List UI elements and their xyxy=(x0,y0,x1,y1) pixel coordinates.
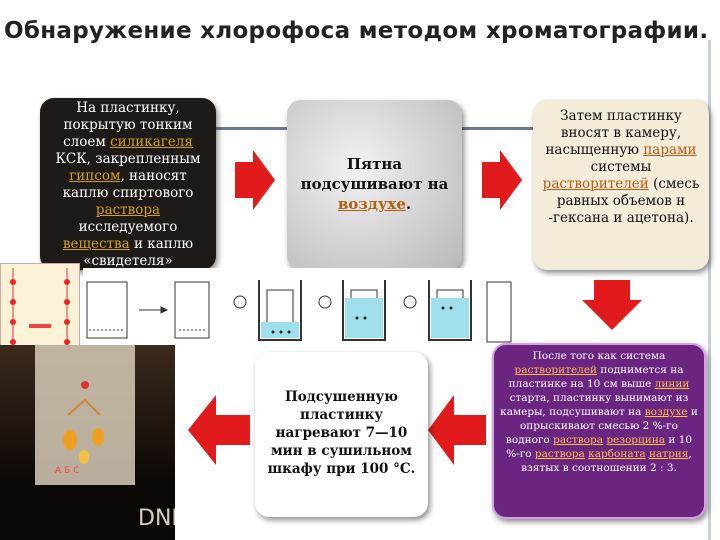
step1-text-1: На пластинку, покрытую тонким слоем xyxy=(63,100,193,150)
link-rastvor[interactable]: раствора xyxy=(553,434,603,446)
arrow-down-icon xyxy=(582,280,642,330)
step5-text-1: После того как система xyxy=(532,350,666,362)
step1-text-6: «свидетеля» xyxy=(83,253,173,269)
step1-text-3: , наносят каплю спиртового xyxy=(62,168,194,201)
link-gips[interactable]: гипсом xyxy=(69,168,121,184)
photo-brand: DNP xyxy=(138,506,175,531)
link-rezorcin[interactable]: резорцина xyxy=(606,434,666,446)
photo-spot-labels: А Б С xyxy=(55,466,79,476)
link-rastvoriteli[interactable]: растворителей xyxy=(542,176,649,192)
divider-line xyxy=(708,40,711,540)
link-rastvoriteli[interactable]: растворителей xyxy=(514,364,598,376)
connector-line-left xyxy=(215,127,287,130)
step5-text-3: старта, пластинку вынимают из камеры, по… xyxy=(500,392,689,418)
link-vozdukh[interactable]: воздухе xyxy=(644,406,688,418)
arrow-right-icon xyxy=(235,150,275,210)
step2-text-1: Пятна подсушивают на xyxy=(300,155,449,193)
step4-text: Подсушенную пластинку нагревают 7—10 мин… xyxy=(267,389,416,477)
process-illustration xyxy=(86,280,512,343)
step3-text-2: системы xyxy=(590,159,652,175)
step2-box: Пятна подсушивают на воздухе. xyxy=(287,100,462,270)
link-rastvor[interactable]: раствора xyxy=(534,448,585,460)
step5-box: После того как система растворителей под… xyxy=(492,343,706,519)
link-linii[interactable]: линии xyxy=(654,378,690,390)
step1-box: На пластинку, покрытую тонким слоем сили… xyxy=(40,98,216,270)
step5-text-2: поднимется на пластинке на 10 см выше xyxy=(508,364,684,390)
step5-text-6: и 10 %-го xyxy=(506,434,693,460)
tlc-photo-drawing: DNP А Б С xyxy=(35,345,175,531)
tlc-photo: DNP А Б С xyxy=(0,345,175,540)
step4-box: Подсушенную пластинку нагревают 7—10 мин… xyxy=(255,352,428,517)
step2-text-2: . xyxy=(405,195,412,213)
link-vozdukh[interactable]: воздухе xyxy=(337,195,406,213)
arrow-left-icon xyxy=(188,395,250,465)
link-natrij[interactable]: натрия xyxy=(649,448,689,460)
link-silikagel[interactable]: силикагеля xyxy=(110,134,193,150)
link-veshchestvo[interactable]: вещества xyxy=(62,236,130,252)
connector-line-right xyxy=(462,127,534,130)
step5-text-9: , взятых в соотношении 2 : 3. xyxy=(521,448,692,474)
step3-text-3: (смесь равных объемов н -гексана и ацето… xyxy=(548,176,700,226)
link-pary[interactable]: парами xyxy=(643,142,697,158)
step1-text-2: КСК, закрепленным xyxy=(55,151,201,167)
arrow-left-icon xyxy=(428,395,486,465)
page-title: Обнаружение хлорофоса методом хроматогра… xyxy=(4,18,709,44)
process-illustration-strip xyxy=(83,268,513,350)
link-karbonat[interactable]: карбоната xyxy=(588,448,646,460)
step3-box: Затем пластинку вносят в камеру, насыщен… xyxy=(533,100,709,270)
step1-text-4: исследуемого xyxy=(78,219,178,235)
step5-text-4: и опрыскивают смесью 2 %-го водного xyxy=(505,406,698,446)
arrow-right-icon xyxy=(482,150,522,210)
link-rastvor[interactable]: раствора xyxy=(95,202,161,218)
step1-text-5: и каплю xyxy=(129,236,194,252)
step3-text-1: Затем пластинку вносят в камеру, насыщен… xyxy=(545,108,682,158)
